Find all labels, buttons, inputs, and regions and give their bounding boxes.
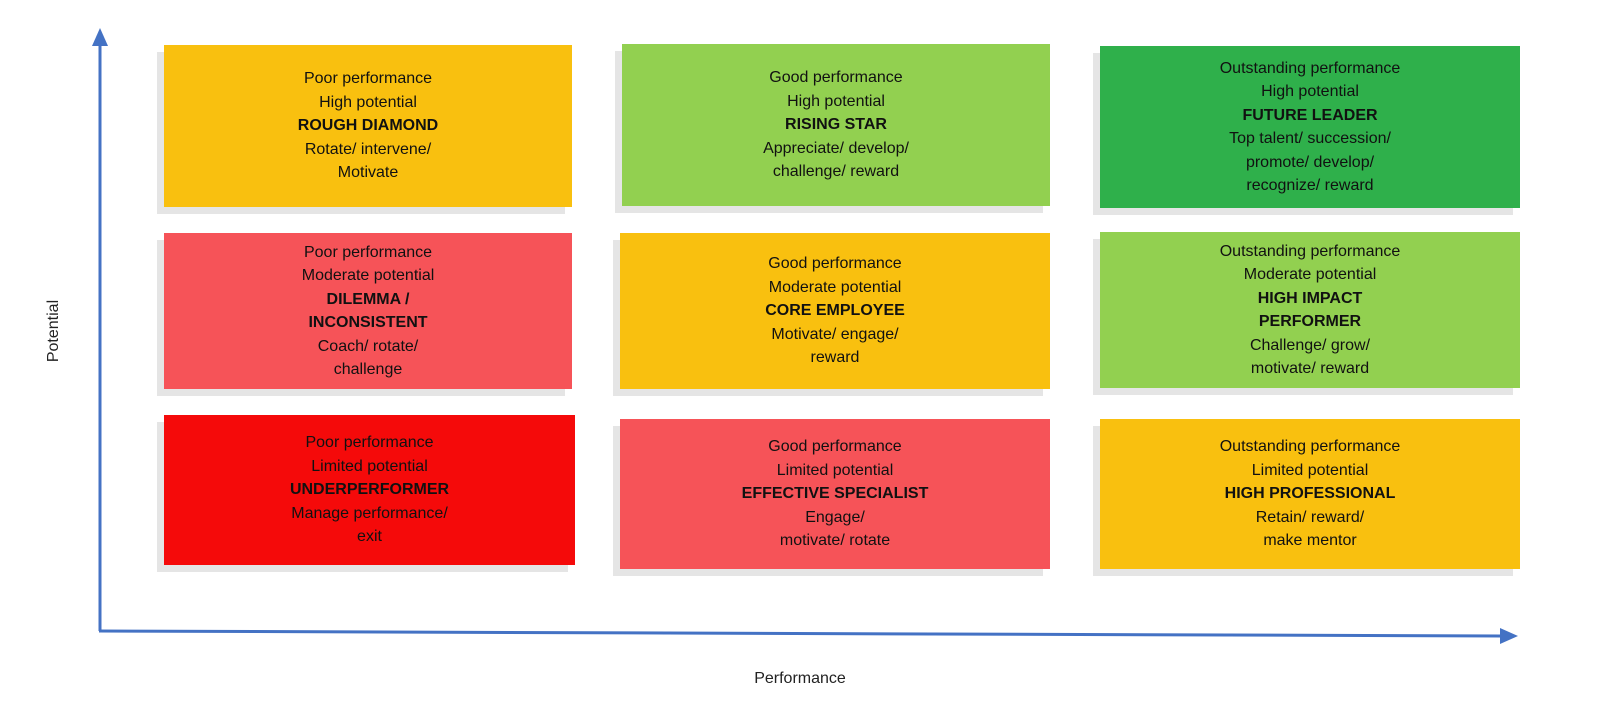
cell-title: FUTURE LEADER — [1242, 106, 1378, 124]
cell-action-line: Engage/ — [805, 508, 865, 526]
cell-underperformer: Poor performance Limited potential UNDER… — [164, 415, 575, 565]
cell-action-line: motivate/ rotate — [779, 532, 891, 550]
cell-action-line: Coach/ rotate/ — [317, 337, 419, 355]
cell-action-line: Motivate — [337, 164, 399, 182]
cell-title: HIGH IMPACT — [1257, 289, 1363, 307]
cell-future-leader: Outstanding performance High potential F… — [1100, 46, 1520, 208]
cell-potential: Limited potential — [311, 457, 428, 475]
cell-action-line: reward — [810, 349, 860, 367]
cell-action-line: challenge — [333, 361, 403, 378]
cell-title: RISING STAR — [785, 116, 887, 134]
cell-dilemma-inconsistent: Poor performance Moderate potential DILE… — [164, 233, 572, 389]
cell-performance: Good performance — [769, 69, 903, 87]
cell-action-line: Top talent/ succession/ — [1229, 130, 1391, 147]
cell-potential: Limited potential — [1251, 461, 1369, 479]
x-axis-line — [98, 629, 1503, 638]
cell-performance: Good performance — [768, 255, 902, 273]
cell-action-line: challenge/ reward — [772, 163, 900, 181]
cell-action-line: Rotate/ intervene/ — [304, 140, 432, 158]
x-axis-label: Performance — [754, 670, 846, 687]
y-axis-label: Potential — [45, 299, 62, 363]
cell-potential: Moderate potential — [1243, 266, 1377, 283]
cell-performance: Poor performance — [305, 434, 434, 452]
cell-action-line: promote/ develop/ — [1245, 153, 1375, 171]
x-axis-arrowhead — [1500, 628, 1518, 644]
cell-high-professional: Outstanding performance Limited potentia… — [1100, 419, 1520, 569]
cell-potential: High potential — [319, 93, 417, 111]
cell-title: CORE EMPLOYEE — [765, 302, 905, 320]
cell-potential: Moderate potential — [301, 267, 435, 284]
cell-action-line: Motivate/ engage/ — [771, 325, 899, 343]
cell-performance: Outstanding performance — [1219, 438, 1401, 456]
y-axis-arrowhead — [92, 28, 108, 46]
cell-action-line: Manage performance/ — [291, 504, 448, 522]
cell-action-line: Appreciate/ develop/ — [763, 139, 909, 157]
cell-effective-specialist: Good performance Limited potential EFFEC… — [620, 419, 1050, 569]
cell-title: ROUGH DIAMOND — [297, 117, 439, 135]
cell-title-line-2: INCONSISTENT — [308, 314, 428, 331]
cell-high-impact-performer: Outstanding performance Moderate potenti… — [1100, 232, 1520, 388]
cell-performance: Poor performance — [303, 243, 433, 261]
cell-performance: Outstanding performance — [1219, 59, 1401, 77]
cell-action-line: recognize/ reward — [1246, 177, 1374, 194]
cell-potential: High potential — [1261, 83, 1359, 100]
cell-potential: Limited potential — [776, 461, 894, 479]
cell-core-employee: Good performance Moderate potential CORE… — [620, 233, 1050, 389]
cell-title: UNDERPERFORMER — [289, 481, 450, 499]
cell-rising-star: Good performance High potential RISING S… — [622, 44, 1050, 206]
cell-action-line: Retain/ reward/ — [1255, 508, 1365, 526]
cell-potential: Moderate potential — [768, 278, 902, 296]
cell-potential: High potential — [787, 92, 885, 110]
cell-performance: Outstanding performance — [1219, 242, 1401, 260]
cell-rough-diamond: Poor performance High potential ROUGH DI… — [164, 45, 572, 207]
cell-performance: Poor performance — [303, 70, 433, 88]
cell-action-line: make mentor — [1263, 532, 1357, 550]
cell-action-line: exit — [357, 528, 382, 546]
cell-title: EFFECTIVE SPECIALIST — [741, 485, 929, 503]
cell-title: HIGH PROFESSIONAL — [1224, 485, 1396, 503]
cell-title: DILEMMA / — [326, 290, 410, 308]
cell-performance: Good performance — [768, 438, 902, 456]
cell-action-line: Challenge/ grow/ — [1249, 336, 1371, 354]
cell-action-line: motivate/ reward — [1250, 360, 1370, 377]
cell-title-line-2: PERFORMER — [1258, 313, 1362, 330]
